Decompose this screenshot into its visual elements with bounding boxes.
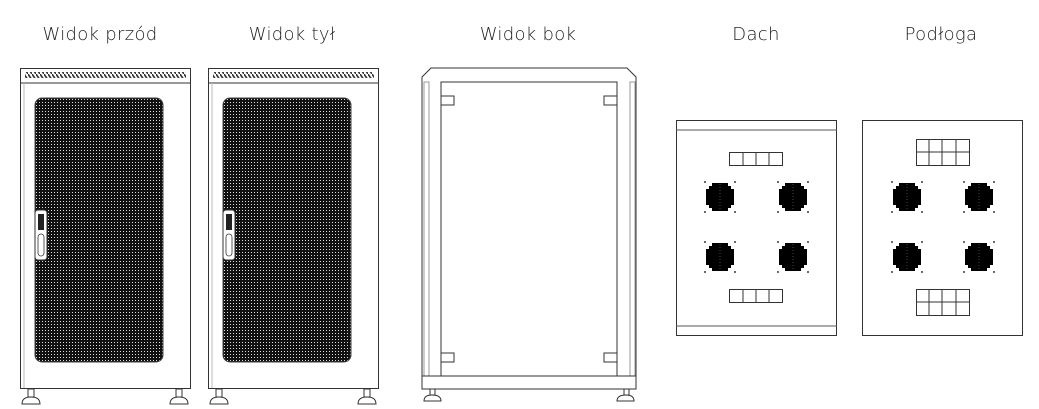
label-roof-view: Dach	[732, 24, 780, 45]
label-front-view: Widok przód	[42, 24, 158, 45]
roof-view-drawing	[676, 120, 837, 336]
label-floor-view: Podłoga	[904, 24, 978, 45]
front-view-drawing	[20, 68, 191, 405]
back-view-drawing	[208, 68, 379, 405]
label-back-view: Widok tył	[248, 24, 336, 45]
floor-view-drawing	[862, 120, 1023, 336]
side-view-drawing	[421, 67, 637, 402]
label-side-view: Widok bok	[479, 24, 577, 45]
